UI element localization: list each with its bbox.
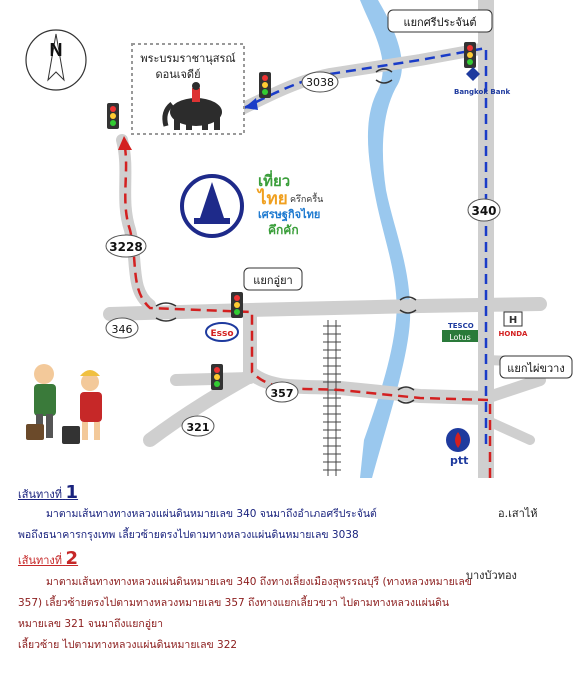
- route2-heading-label: เส้นทางที่: [18, 554, 63, 567]
- esso-label: Esso: [210, 329, 233, 339]
- road-number-346: 346: [112, 323, 133, 336]
- road-badge-3038: 3038: [301, 71, 339, 93]
- university-crest-icon: [180, 174, 244, 238]
- route2-text-c: หมายเลข 321 จนมาถึงแยกอู่ยา: [18, 618, 164, 630]
- route2-description: มาตามเส้นทางทางหลวงแผ่นดินหมายเลข 340 ถึ…: [18, 572, 566, 656]
- road-number-321: 321: [187, 421, 210, 434]
- route1-description: มาตามเส้นทางทางหลวงแผ่นดินหมายเลข 340 จน…: [18, 504, 566, 546]
- traffic-light-icon: [211, 364, 223, 390]
- honda-logo: H HONDA: [499, 311, 528, 338]
- road-number-340: 340: [471, 204, 496, 218]
- traffic-light-icon: [464, 42, 476, 68]
- place-bang-bua-thong: บางบัวทอง: [466, 569, 517, 582]
- road-badge-3228: 3228: [105, 234, 147, 258]
- north-label: N: [50, 40, 63, 60]
- route1-heading: เส้นทางที่ 1: [18, 482, 78, 503]
- monument-line1: พระบรมราชานุสรณ์: [140, 52, 235, 65]
- intersection-phai-khwang: แยกไผ่ขวาง: [507, 362, 564, 375]
- route2-text-b: 357) เลี้ยวซ้ายตรงไปตามทางหลวงหมายเลข 35…: [18, 597, 450, 609]
- route2-arrowhead: [118, 136, 132, 150]
- traffic-light-icon: [259, 72, 271, 98]
- ptt-label: ptt: [450, 454, 468, 467]
- traffic-light-icon: [231, 292, 243, 318]
- svg-text:H: H: [509, 315, 517, 326]
- esso-logo: Esso: [205, 322, 239, 342]
- intersection-sri-prachan: แยกศรีประจันต์: [404, 16, 477, 29]
- north-compass: N: [25, 29, 87, 91]
- route1-text-b: พอถึงธนาคารกรุงเทพ เลี้ยวซ้ายตรงไปตามทาง…: [18, 529, 359, 541]
- bridge-marks: [155, 68, 417, 404]
- route1-number: 1: [65, 482, 79, 503]
- elephant-statue-icon: [162, 82, 222, 130]
- promo-line3: ครึกครื้น: [290, 192, 323, 205]
- road-badge-321: 321: [181, 415, 215, 437]
- route1-heading-label: เส้นทางที่: [18, 488, 63, 501]
- route2-text-a: มาตามเส้นทางทางหลวงแผ่นดินหมายเลข 340 ถึ…: [46, 576, 472, 588]
- bank-name: Bangkok Bank: [454, 88, 510, 96]
- monument-line2: ดอนเจดีย์: [155, 68, 200, 81]
- route-map: N พระบรมราชานุสรณ์ ดอนเจดีย์ เที่ยว ไทย …: [25, 0, 573, 478]
- route1-arrowhead: [244, 98, 258, 110]
- road-badge-346: 346: [105, 317, 139, 339]
- travelers-illustration-icon: [26, 364, 102, 444]
- railway: [323, 320, 341, 476]
- intersection-u-yaa: แยกอู่ยา: [253, 274, 292, 287]
- tesco-label: TESCO: [448, 322, 474, 330]
- road-number-357: 357: [271, 387, 294, 400]
- route2-path: [122, 141, 492, 478]
- callout-sri-prachan: แยกศรีประจันต์: [387, 9, 493, 33]
- callout-phai-khwang: แยกไผ่ขวาง: [499, 355, 573, 379]
- bangkok-bank-logo: Bangkok Bank: [454, 67, 510, 96]
- traffic-light-icon: [107, 103, 119, 129]
- route2-number: 2: [65, 548, 79, 569]
- river: [360, 0, 411, 478]
- route1-text-a: มาตามเส้นทางทางหลวงแผ่นดินหมายเลข 340 จน…: [46, 508, 377, 520]
- promo-line5: คึกคัก: [268, 223, 299, 237]
- promo-line2: ไทย: [256, 188, 288, 209]
- tesco-lotus-logo: TESCO Lotus: [442, 322, 478, 342]
- route2-text-d: เลี้ยวซ้าย ไปตามทางหลวงแผ่นดินหมายเลข 32…: [18, 639, 238, 651]
- ptt-logo: ptt: [446, 428, 470, 467]
- road-badge-340: 340: [467, 198, 501, 222]
- road-badge-357: 357: [265, 381, 299, 403]
- route2-heading: เส้นทางที่ 2: [18, 548, 78, 569]
- place-sao-hai: อ.เสาไห้: [498, 507, 538, 520]
- promo-line4: เศรษฐกิจไทย: [258, 207, 320, 222]
- promo-line1: เที่ยว: [258, 170, 290, 190]
- callout-u-yaa: แยกอู่ยา: [243, 267, 303, 291]
- road-number-3038: 3038: [306, 76, 334, 89]
- honda-label: HONDA: [499, 330, 528, 338]
- lotus-label: Lotus: [449, 333, 471, 342]
- road-number-3228: 3228: [109, 240, 142, 254]
